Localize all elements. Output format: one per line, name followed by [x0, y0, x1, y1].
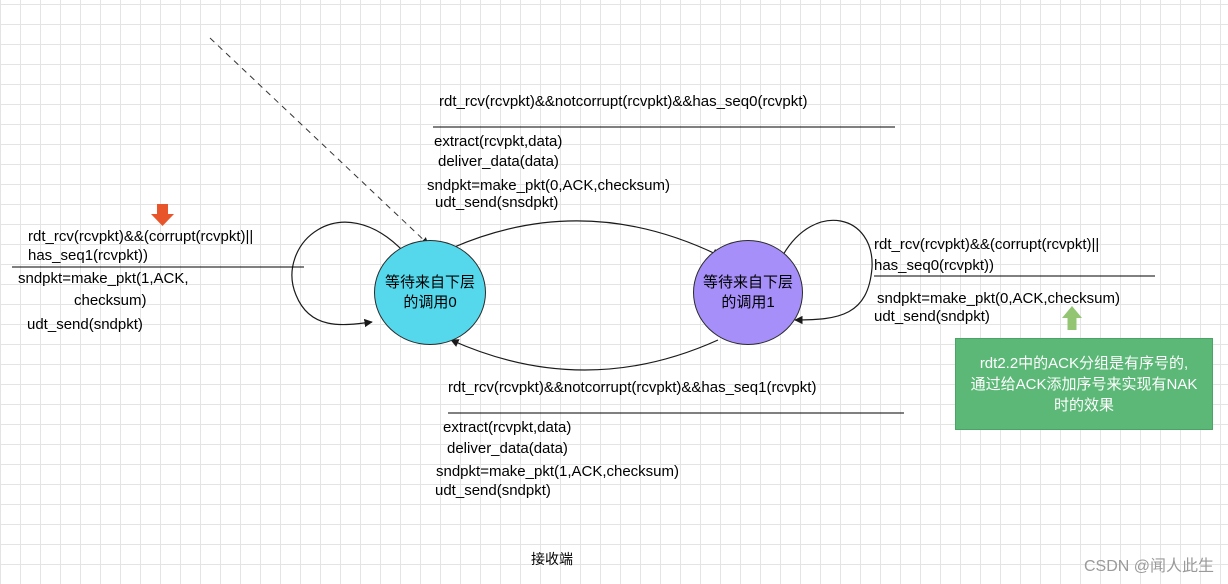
watermark: CSDN @闻人此生 [1083, 558, 1214, 575]
receiver-caption: 接收端 [531, 551, 573, 567]
state-1-label-line2: 的调用1 [721, 293, 775, 311]
annotation-note: rdt2.2中的ACK分组是有序号的, 通过给ACK添加序号来实现有NAK 时的… [955, 338, 1213, 430]
top-transition-action: sndpkt=make_pkt(0,ACK,checksum) [427, 177, 671, 194]
state-1-label-line1: 等待来自下层 [702, 273, 793, 291]
bottom-transition-action: udt_send(sndpkt) [435, 482, 551, 499]
state-0-label-line1: 等待来自下层 [384, 273, 475, 291]
top-transition-action: deliver_data(data) [438, 153, 559, 170]
right-loop-event: rdt_rcv(rcvpkt)&&(corrupt(rcvpkt)|| [874, 236, 1100, 253]
bottom-transition-action: extract(rcvpkt,data) [443, 419, 572, 436]
transition-arrow-1-to-0 [450, 339, 719, 371]
bottom-transition-action: deliver_data(data) [447, 440, 568, 457]
top-transition-action: udt_send(snsdpkt) [435, 194, 559, 211]
top-transition-event: rdt_rcv(rcvpkt)&&notcorrupt(rcvpkt)&&has… [439, 93, 808, 110]
state-0-label-line2: 的调用0 [403, 293, 457, 311]
self-loop-arrow-s0 [291, 221, 405, 328]
note-line: 通过给ACK添加序号来实现有NAK [970, 375, 1198, 393]
right-loop-action: sndpkt=make_pkt(0,ACK,checksum) [877, 290, 1121, 307]
left-loop-action: sndpkt=make_pkt(1,ACK, [18, 270, 189, 287]
right-loop-event: has_seq0(rcvpkt)) [874, 257, 995, 274]
top-transition-action: extract(rcvpkt,data) [434, 133, 563, 150]
red-down-arrow-icon [151, 204, 174, 226]
state-wait-call-0[interactable]: 等待来自下层 的调用0 [374, 240, 486, 345]
bottom-transition-action: sndpkt=make_pkt(1,ACK,checksum) [436, 463, 680, 480]
note-line: rdt2.2中的ACK分组是有序号的, [979, 354, 1189, 372]
state-wait-call-1[interactable]: 等待来自下层 的调用1 [693, 240, 803, 345]
self-loop-arrow-s1 [782, 219, 873, 325]
green-up-arrow-icon [1062, 306, 1082, 330]
initial-state-arrow [209, 37, 429, 245]
left-loop-action: checksum) [74, 292, 147, 309]
left-loop-event: has_seq1(rcvpkt)) [28, 247, 149, 264]
left-loop-event: rdt_rcv(rcvpkt)&&(corrupt(rcvpkt)|| [28, 228, 254, 245]
bottom-transition-event: rdt_rcv(rcvpkt)&&notcorrupt(rcvpkt)&&has… [448, 379, 817, 396]
right-loop-action: udt_send(sndpkt) [874, 308, 990, 325]
transition-arrow-0-to-1 [451, 220, 721, 257]
left-loop-action: udt_send(sndpkt) [27, 316, 143, 333]
note-line: 时的效果 [1053, 396, 1114, 414]
